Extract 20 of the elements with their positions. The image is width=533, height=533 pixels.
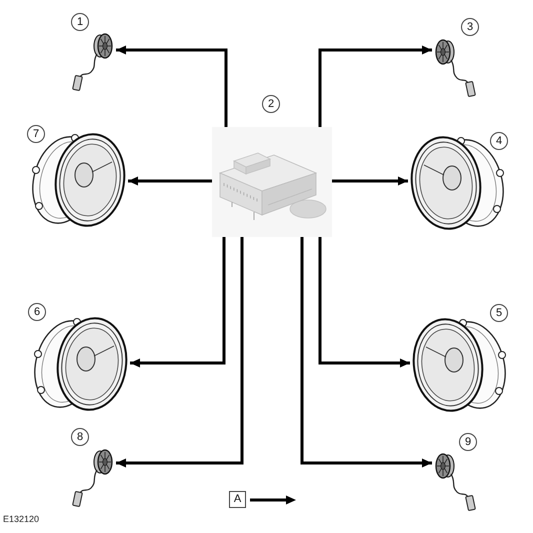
arrow bbox=[318, 46, 432, 127]
arrow bbox=[128, 176, 212, 186]
callout-number: 8 bbox=[71, 428, 89, 446]
callout-number: 6 bbox=[28, 303, 46, 321]
arrow bbox=[300, 237, 432, 468]
legend-key: A bbox=[229, 491, 246, 508]
arrow bbox=[116, 46, 228, 127]
callout-number: 9 bbox=[459, 433, 477, 451]
callout-number: 2 bbox=[262, 95, 280, 113]
callout-number: 4 bbox=[490, 132, 508, 150]
arrow bbox=[116, 237, 244, 468]
amplifier-module bbox=[212, 127, 332, 237]
callout-number: 5 bbox=[490, 304, 508, 322]
callout-number: 3 bbox=[461, 18, 479, 36]
callout-number: 1 bbox=[71, 13, 89, 31]
arrow bbox=[318, 237, 410, 368]
arrow bbox=[130, 237, 226, 368]
arrow bbox=[332, 176, 408, 186]
callout-number: 7 bbox=[27, 125, 45, 143]
figure-code: E132120 bbox=[3, 514, 40, 524]
